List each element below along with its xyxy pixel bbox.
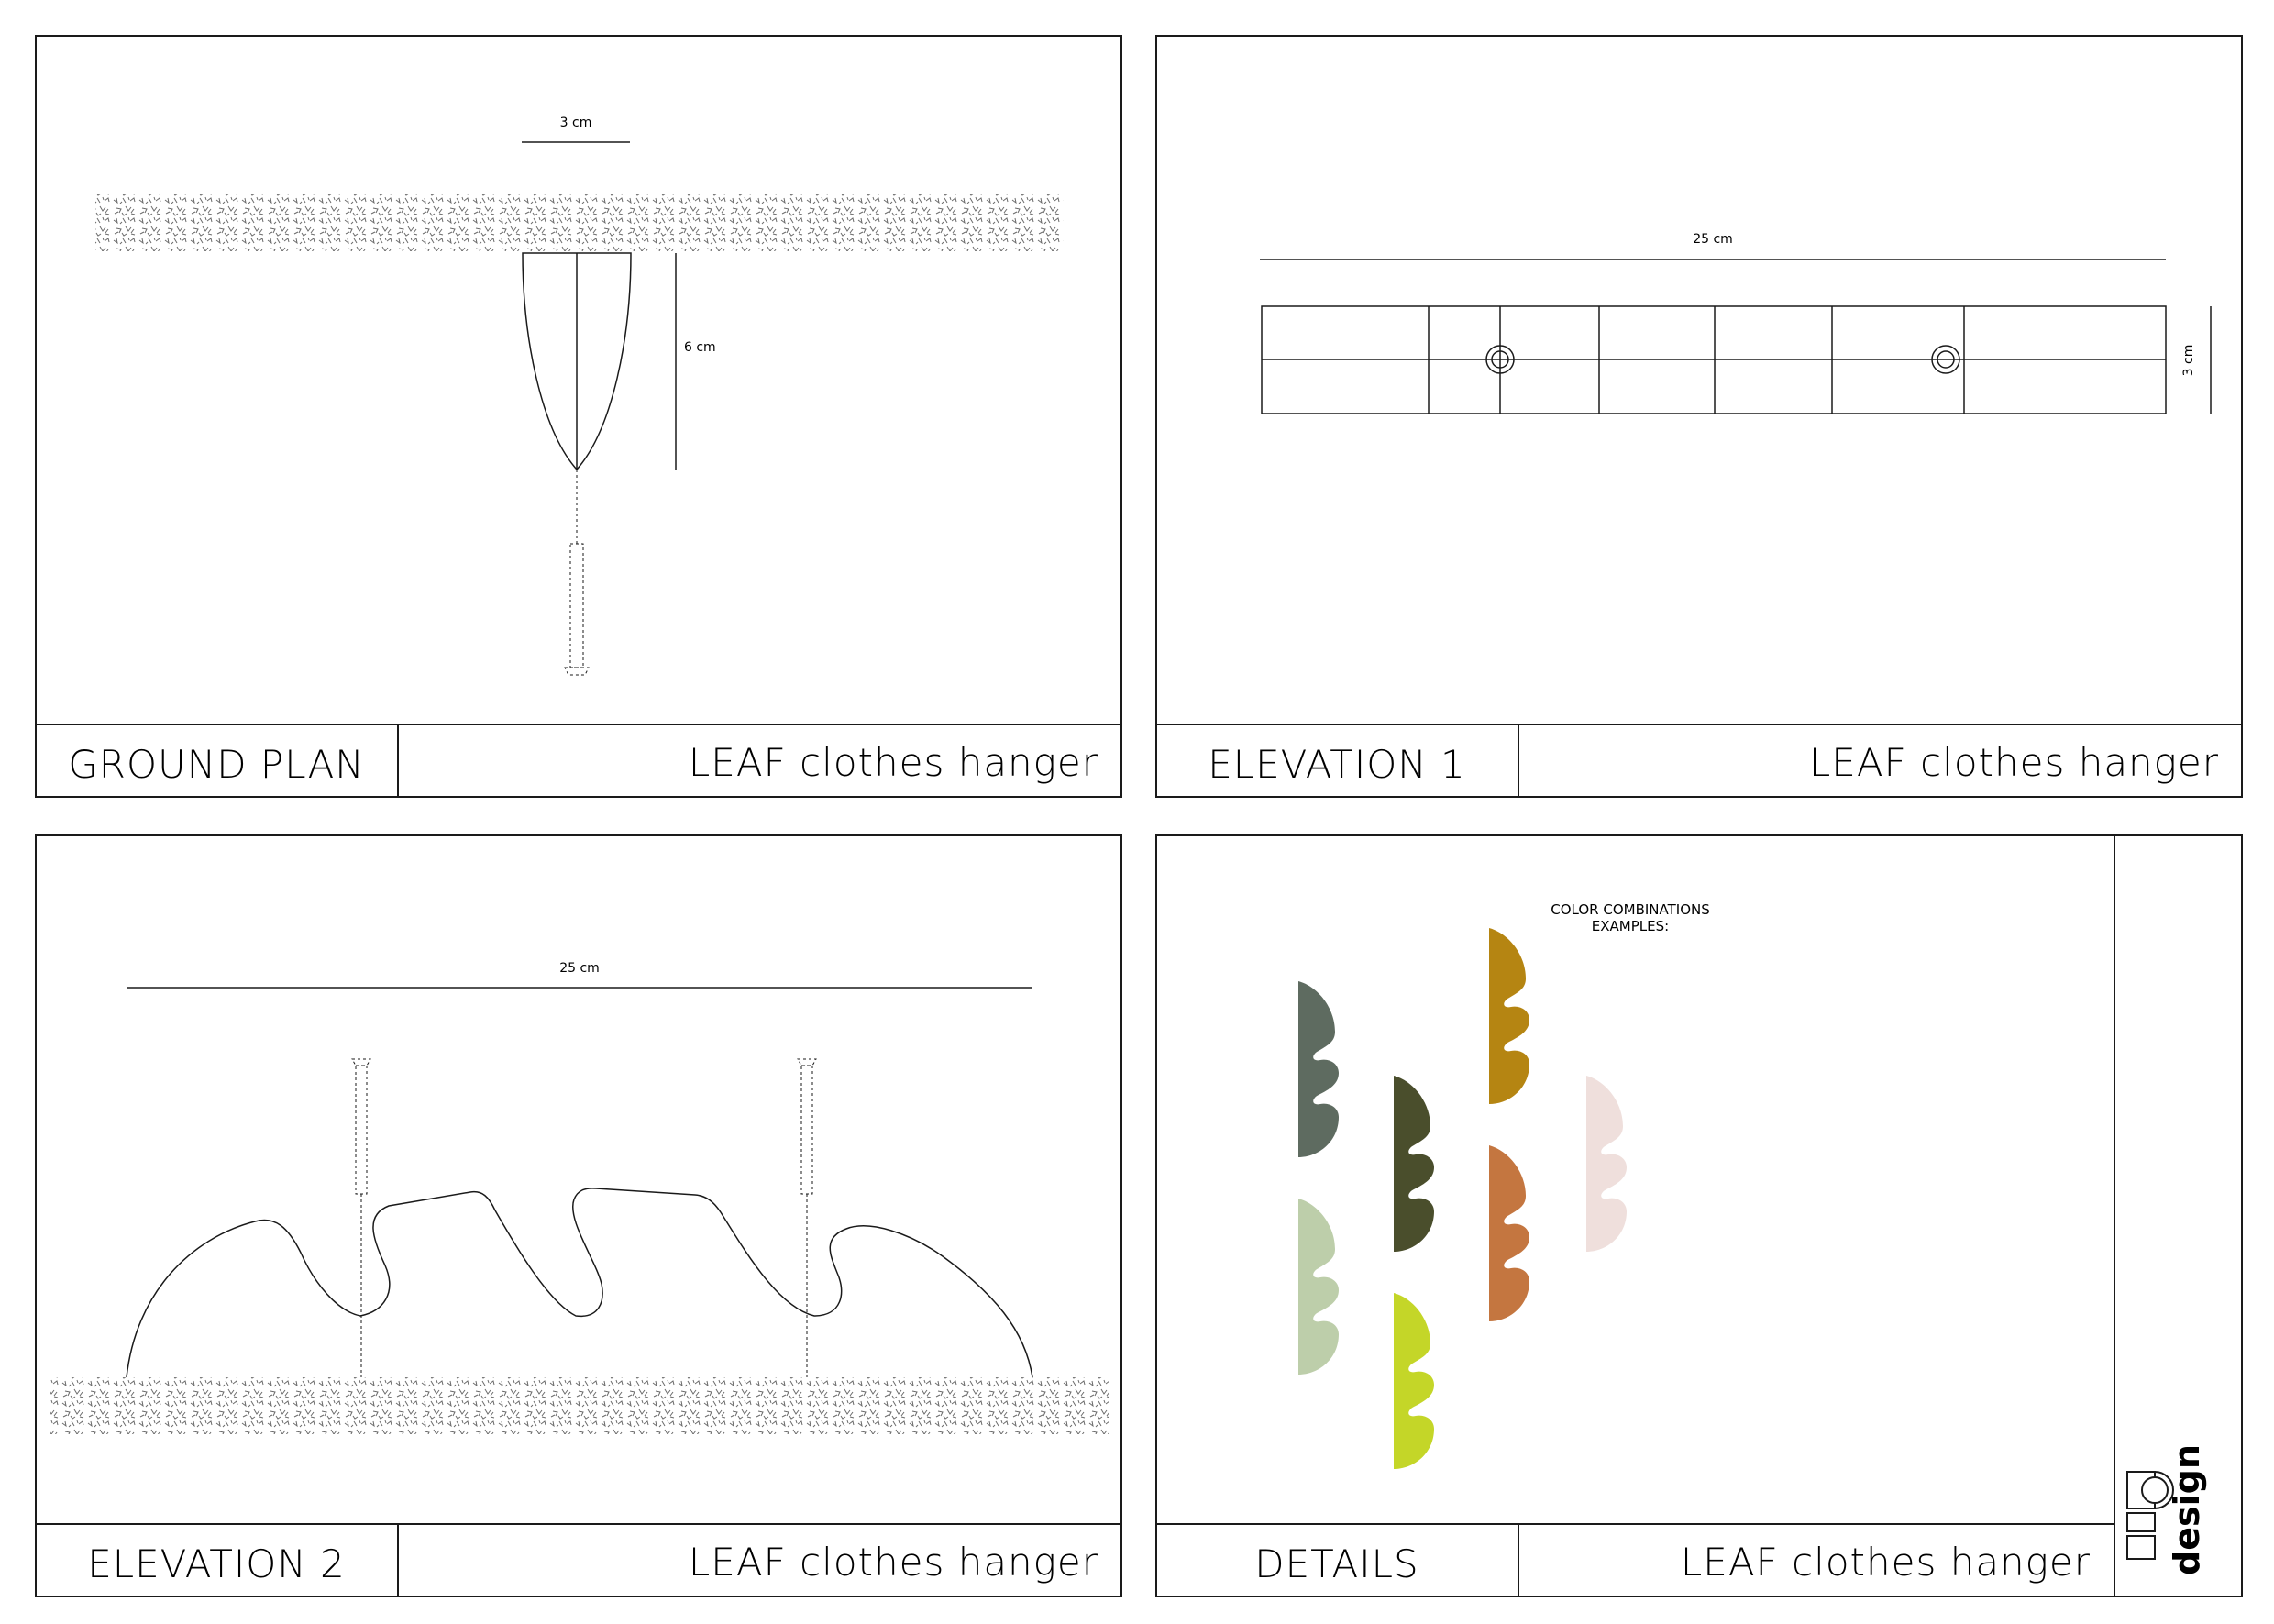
sheet-title: GROUND PLAN: [68, 742, 364, 787]
project-name: LEAF clothes hanger: [1681, 1540, 2091, 1585]
swatch-leaf-blush: [1586, 1076, 1627, 1252]
caption-line2: EXAMPLES:: [1592, 918, 1669, 934]
ground-plan-sheet: 3 cm 6 cm GROUND PLAN LEAF clothes hange…: [35, 35, 1122, 798]
dim-height-label: 6 cm: [684, 340, 716, 355]
wall-hatch: [95, 194, 1064, 251]
swatch-leaf-gray-green: [1298, 981, 1339, 1157]
hanger-front-elevation: [1261, 305, 2167, 414]
elevation2-frame: [35, 834, 1122, 1597]
sheet-title: ELEVATION 2: [87, 1541, 346, 1586]
m-design-logo-icon: [2126, 1471, 2174, 1560]
screws-dashed: [351, 1058, 817, 1377]
elevation1-sheet: 25 cm 3 cm ELEVATION 1 LEAF clothes hang…: [1155, 35, 2243, 798]
color-swatches: [1298, 928, 1627, 1469]
ground-plan-frame: [35, 35, 1122, 798]
dim-length-label: 25 cm: [1693, 232, 1733, 247]
swatch-leaf-mustard: [1489, 928, 1529, 1104]
caption-line1: COLOR COMBINATIONS: [1551, 901, 1710, 918]
project-name: LEAF clothes hanger: [689, 1540, 1098, 1585]
details-frame: [1155, 834, 2243, 1597]
elevation2-sheet: 25 cm ELEVATION 2 LEAF clothes hanger: [35, 834, 1122, 1597]
screw-dashed: [564, 470, 590, 676]
swatch-leaf-olive-dark: [1394, 1076, 1434, 1252]
sheet-title: DETAILS: [1254, 1541, 1418, 1586]
details-sheet: COLOR COMBINATIONS EXAMPLES: design DETA…: [1155, 834, 2243, 1597]
leaf-side-profile: [126, 1188, 1033, 1378]
elevation1-frame: [1155, 35, 2243, 798]
dim-height-label: 3 cm: [2181, 345, 2196, 377]
dim-length-label: 25 cm: [559, 961, 600, 976]
wall-hatch: [50, 1377, 1109, 1434]
dim-width-label: 3 cm: [560, 116, 592, 130]
logo-text: design: [2167, 1444, 2207, 1575]
project-name: LEAF clothes hanger: [689, 740, 1098, 785]
swatch-leaf-lime: [1394, 1293, 1434, 1469]
swatch-leaf-rust: [1489, 1145, 1529, 1321]
sheet-title: ELEVATION 1: [1208, 742, 1466, 787]
project-name: LEAF clothes hanger: [1809, 740, 2219, 785]
swatch-leaf-light-sage: [1298, 1199, 1339, 1375]
